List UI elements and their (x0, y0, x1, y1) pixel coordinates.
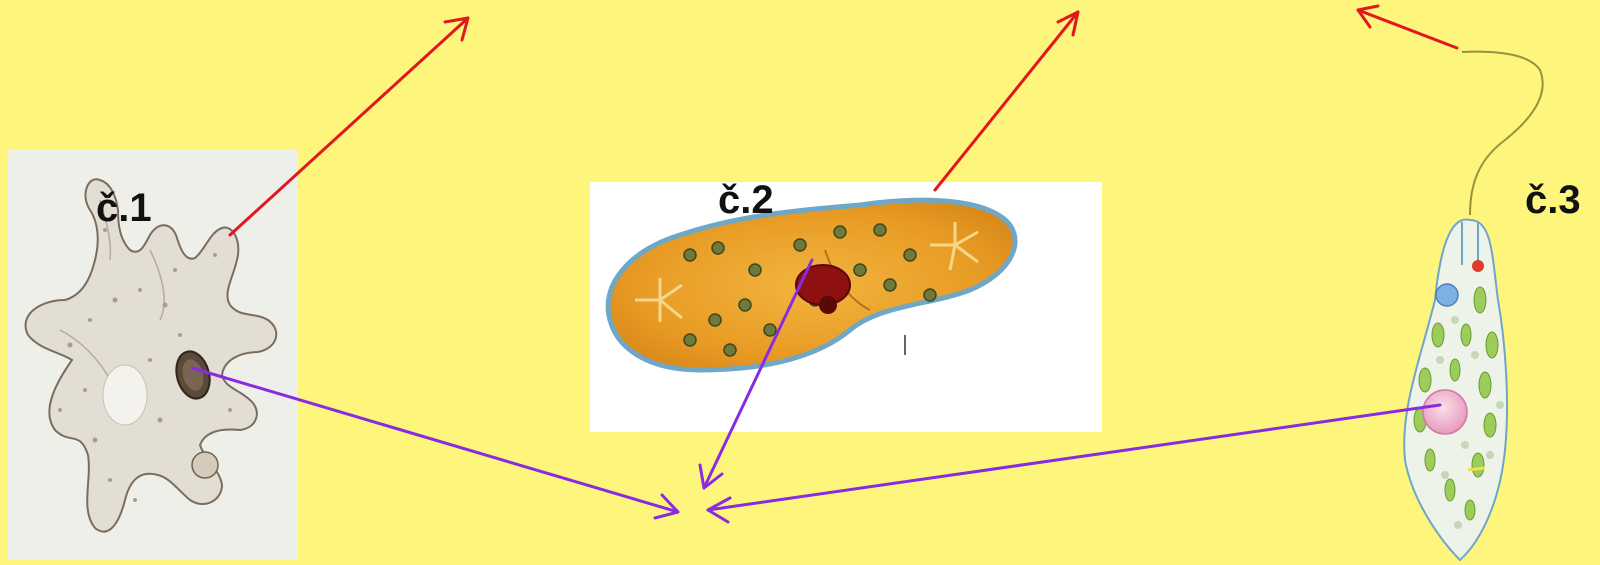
arrow-paramecium-nucleus (698, 258, 814, 490)
euglena-paramylon (1467, 466, 1486, 472)
paramecium-panel (590, 182, 1102, 432)
arrow-amoeba-nucleus (190, 366, 680, 520)
euglena-nucleus (1422, 389, 1468, 435)
euglena-chloroplasts (1413, 286, 1499, 521)
paramecium-food-vacuoles (683, 223, 937, 357)
amoeba-texture (59, 199, 165, 381)
euglena-panel (1403, 50, 1544, 562)
amoeba-body (24, 178, 278, 533)
euglena-flagellum (1461, 50, 1544, 216)
euglena-gullet (1461, 222, 1479, 265)
euglena-contractile-vacuole (1435, 283, 1459, 307)
purple-arrows (190, 258, 1442, 524)
arrow-cilia (933, 10, 1080, 192)
paramecium-micronucleus (819, 296, 837, 314)
amoeba-vacuole (102, 364, 148, 426)
paramecium-contractile-vacuole-2 (930, 222, 979, 271)
label-organism-3: č.3 (1525, 178, 1581, 222)
euglena-body (1403, 218, 1509, 562)
arrow-flagellum (1356, 4, 1459, 50)
label-organism-1: č.1 (96, 186, 152, 230)
amoeba-nucleus-inner (182, 359, 204, 391)
paramecium-contractile-vacuole-1 (635, 278, 683, 322)
euglena-eyespot (1472, 260, 1484, 272)
red-arrows (228, 4, 1459, 237)
arrow-euglena-nucleus (706, 403, 1442, 524)
label-organism-2: č.2 (718, 178, 774, 222)
euglena-granules (1436, 316, 1504, 529)
arrow-pseudopod (228, 16, 470, 237)
amoeba-food-vacuole (191, 451, 219, 479)
amoeba-granules (58, 228, 232, 502)
